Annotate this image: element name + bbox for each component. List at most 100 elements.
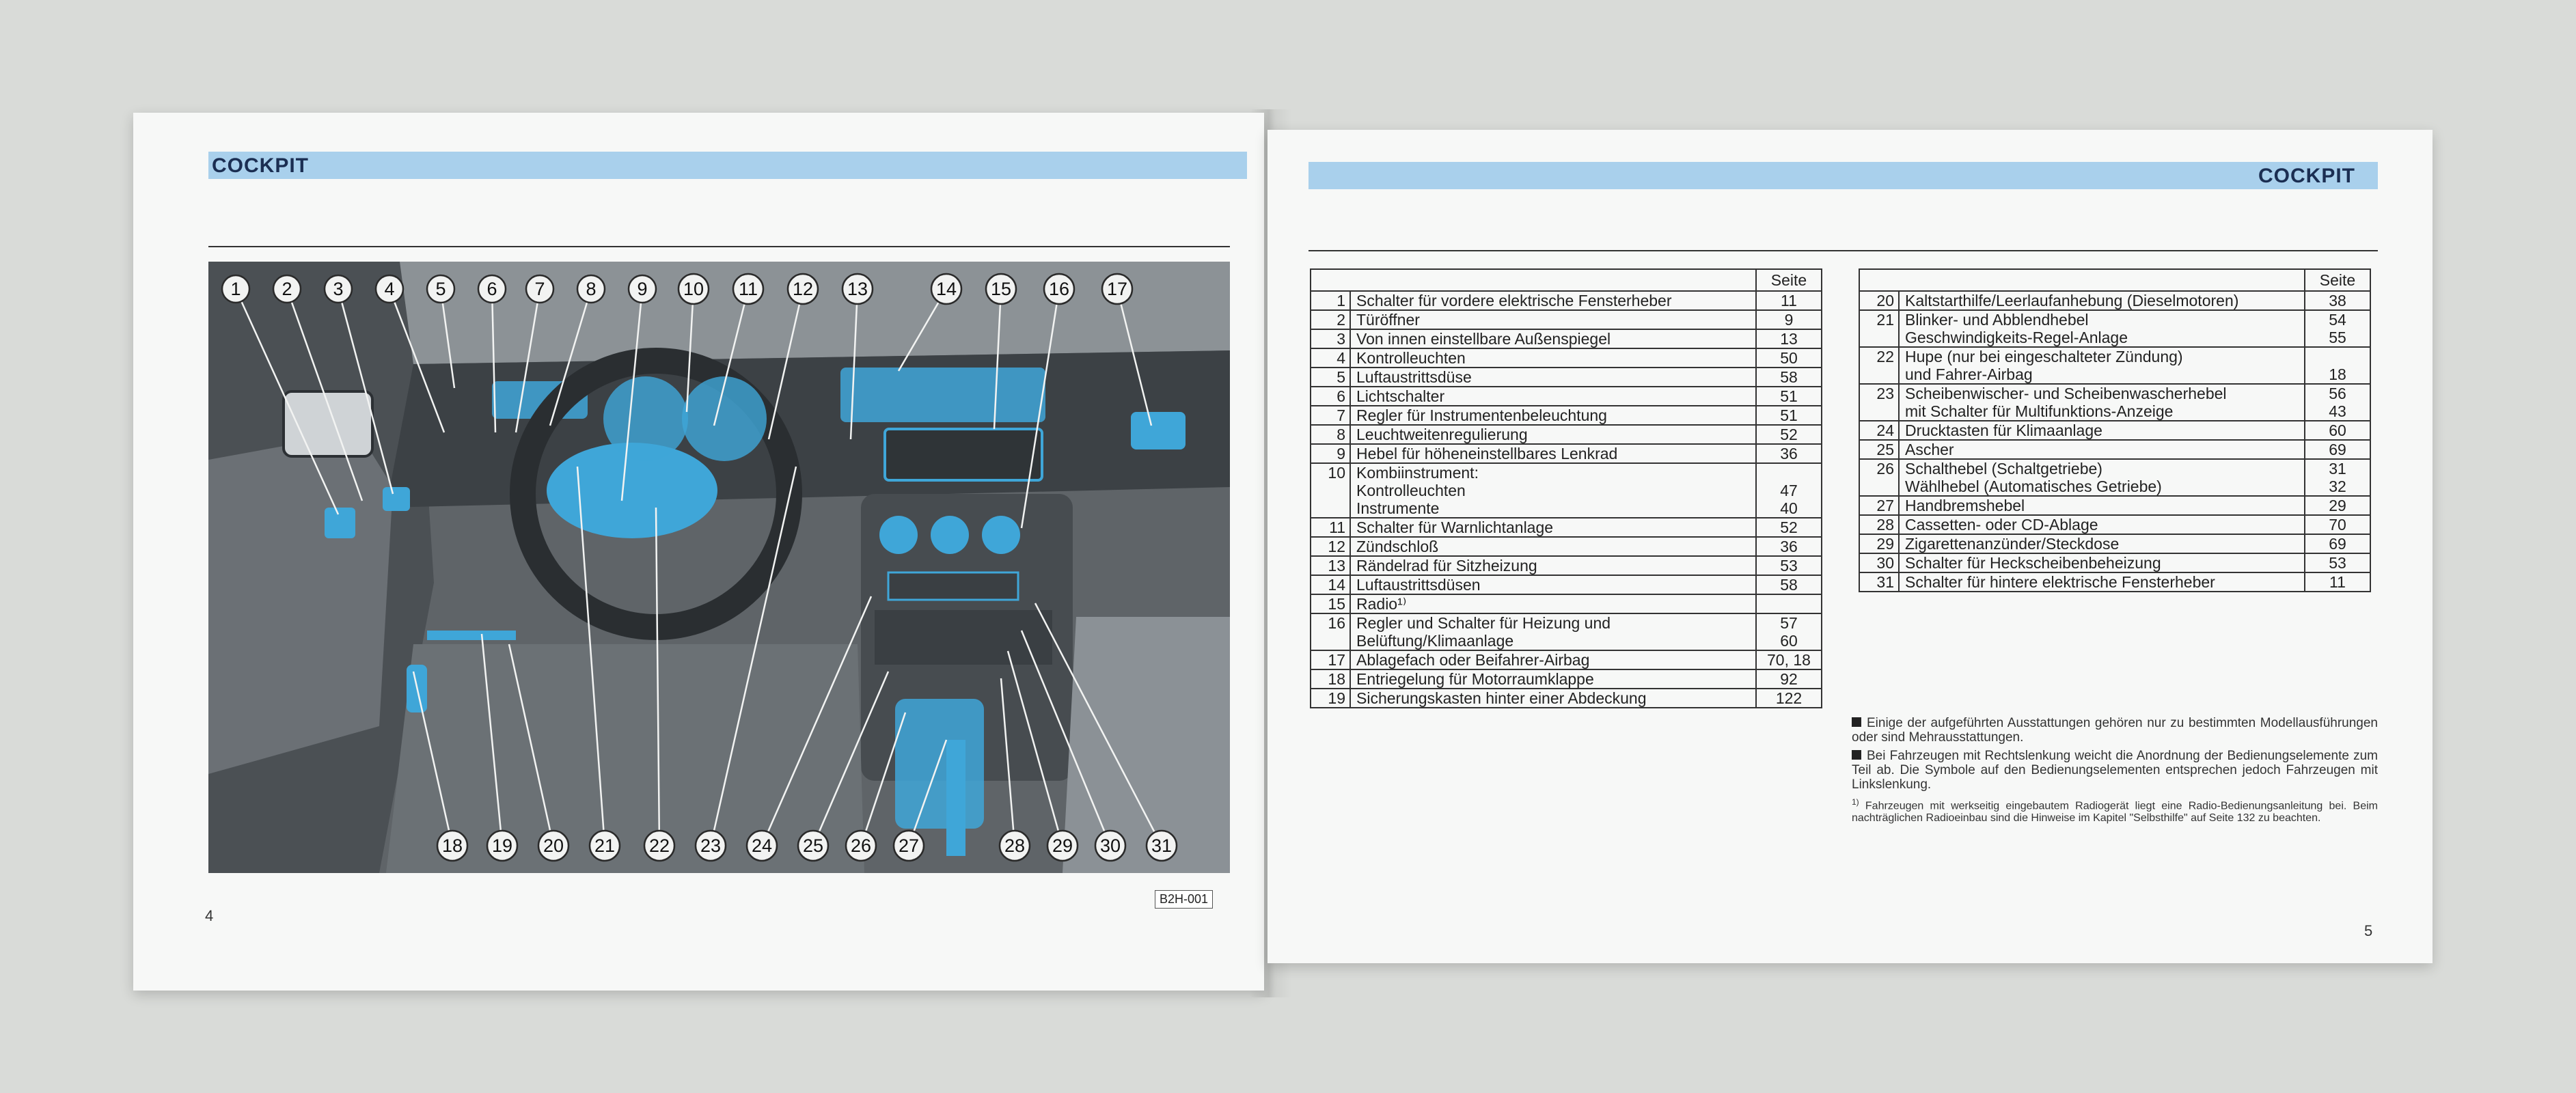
item-page: 69	[2304, 534, 2371, 554]
svg-text:12: 12	[793, 279, 813, 299]
item-page: 11	[2304, 572, 2371, 592]
table-header-row: Seite	[1859, 268, 2371, 292]
callout-4: 4	[374, 274, 405, 304]
footnote: 1) Fahrzeugen mit werkseitig eingebautem…	[1852, 796, 2378, 825]
svg-text:14: 14	[936, 279, 957, 299]
item-page: 36	[1755, 443, 1822, 464]
callout-23: 23	[694, 829, 727, 862]
table-header-page: Seite	[2304, 268, 2371, 292]
item-number: 20	[1859, 290, 1900, 311]
item-label: Luftaustrittsdüse	[1349, 367, 1757, 387]
svg-text:17: 17	[1107, 279, 1127, 299]
svg-text:15: 15	[991, 279, 1011, 299]
item-label: Hebel für höheneinstellbares Lenkrad	[1349, 443, 1757, 464]
svg-text:30: 30	[1100, 835, 1121, 856]
item-label: Von innen einstellbare Außenspiegel	[1349, 329, 1757, 349]
item-label: Luftaustrittsdüsen	[1349, 575, 1757, 595]
svg-text:13: 13	[847, 279, 868, 299]
callout-14: 14	[930, 273, 963, 305]
item-label: Radio¹⁾	[1349, 594, 1757, 614]
item-number: 5	[1310, 367, 1351, 387]
item-page: 57 60	[1755, 613, 1822, 651]
item-page: 52	[1755, 424, 1822, 445]
callout-20: 20	[537, 829, 570, 862]
item-label: Drucktasten für Klimaanlage	[1898, 420, 2305, 441]
item-number: 6	[1310, 386, 1351, 406]
item-page: 50	[1755, 348, 1822, 368]
bullet-square-icon	[1852, 717, 1861, 727]
item-page: 54 55	[2304, 309, 2371, 348]
item-number: 7	[1310, 405, 1351, 426]
callout-16: 16	[1043, 273, 1075, 305]
note-2: Bei Fahrzeugen mit Rechtslenkung weicht …	[1852, 749, 2378, 792]
svg-text:18: 18	[442, 835, 463, 856]
item-label: Schalter für Heckscheibenbeheizung	[1898, 553, 2305, 573]
item-label: Regler für Instrumentenbeleuchtung	[1349, 405, 1757, 426]
note-1: Einige der aufgeführten Ausstattungen ge…	[1852, 716, 2378, 745]
item-number: 26	[1859, 458, 1900, 497]
item-number: 31	[1859, 572, 1900, 592]
svg-text:7: 7	[534, 279, 545, 299]
cockpit-drawing: 1 2 3 4 5 6 7 8 9 10 11 12 13 14 15 16 1…	[208, 262, 1230, 873]
item-label: Schalter für vordere elektrische Fenster…	[1349, 290, 1757, 311]
item-page: 31 32	[2304, 458, 2371, 497]
item-number: 2	[1310, 309, 1351, 330]
item-number: 16	[1310, 613, 1351, 651]
item-number: 30	[1859, 553, 1900, 573]
callout-17: 17	[1101, 273, 1134, 305]
callout-29: 29	[1046, 829, 1079, 862]
item-label: Leuchtweitenregulierung	[1349, 424, 1757, 445]
item-number: 11	[1310, 517, 1351, 538]
right-header-rule	[1308, 250, 2378, 251]
item-number: 25	[1859, 439, 1900, 460]
svg-text:8: 8	[586, 279, 596, 299]
callout-12: 12	[786, 273, 819, 305]
svg-text:27: 27	[899, 835, 919, 856]
item-label: Sicherungskasten hinter einer Abdeckung	[1349, 688, 1757, 708]
callout-15: 15	[985, 273, 1017, 305]
callout-5: 5	[426, 274, 456, 304]
item-label: Schalthebel (Schaltgetriebe) Wählhebel (…	[1898, 458, 2305, 497]
table-header-row: Seite	[1310, 268, 1822, 292]
callout-11: 11	[732, 273, 765, 305]
item-number: 15	[1310, 594, 1351, 614]
item-label: Kaltstarthilfe/Leerlaufanhebung (Dieselm…	[1898, 290, 2305, 311]
item-label: Zündschloß	[1349, 536, 1757, 557]
item-number: 27	[1859, 495, 1900, 516]
item-page: 11	[1755, 290, 1822, 311]
item-number: 19	[1310, 688, 1351, 708]
svg-text:22: 22	[649, 835, 670, 856]
item-label: Schalter für Warnlichtanlage	[1349, 517, 1757, 538]
item-label: Scheibenwischer- und Scheibenwascherhebe…	[1898, 383, 2305, 421]
left-header-rule	[208, 246, 1230, 247]
item-label: Zigarettenanzünder/Steckdose	[1898, 534, 2305, 554]
item-page: 70, 18	[1755, 650, 1822, 670]
item-number: 18	[1310, 669, 1351, 689]
note-1-text: Einige der aufgeführten Ausstattungen ge…	[1852, 716, 2378, 745]
item-label: Regler und Schalter für Heizung und Belü…	[1349, 613, 1757, 651]
item-page: 38	[2304, 290, 2371, 311]
item-page: 36	[1755, 536, 1822, 557]
callout-19: 19	[486, 829, 519, 862]
bullet-square-icon	[1852, 750, 1861, 760]
callout-25: 25	[797, 829, 830, 862]
item-page: 56 43	[2304, 383, 2371, 421]
svg-text:21: 21	[594, 835, 615, 856]
item-number: 1	[1310, 290, 1351, 311]
callout-8: 8	[576, 274, 606, 304]
item-label: Handbremshebel	[1898, 495, 2305, 516]
item-page	[1755, 594, 1822, 614]
